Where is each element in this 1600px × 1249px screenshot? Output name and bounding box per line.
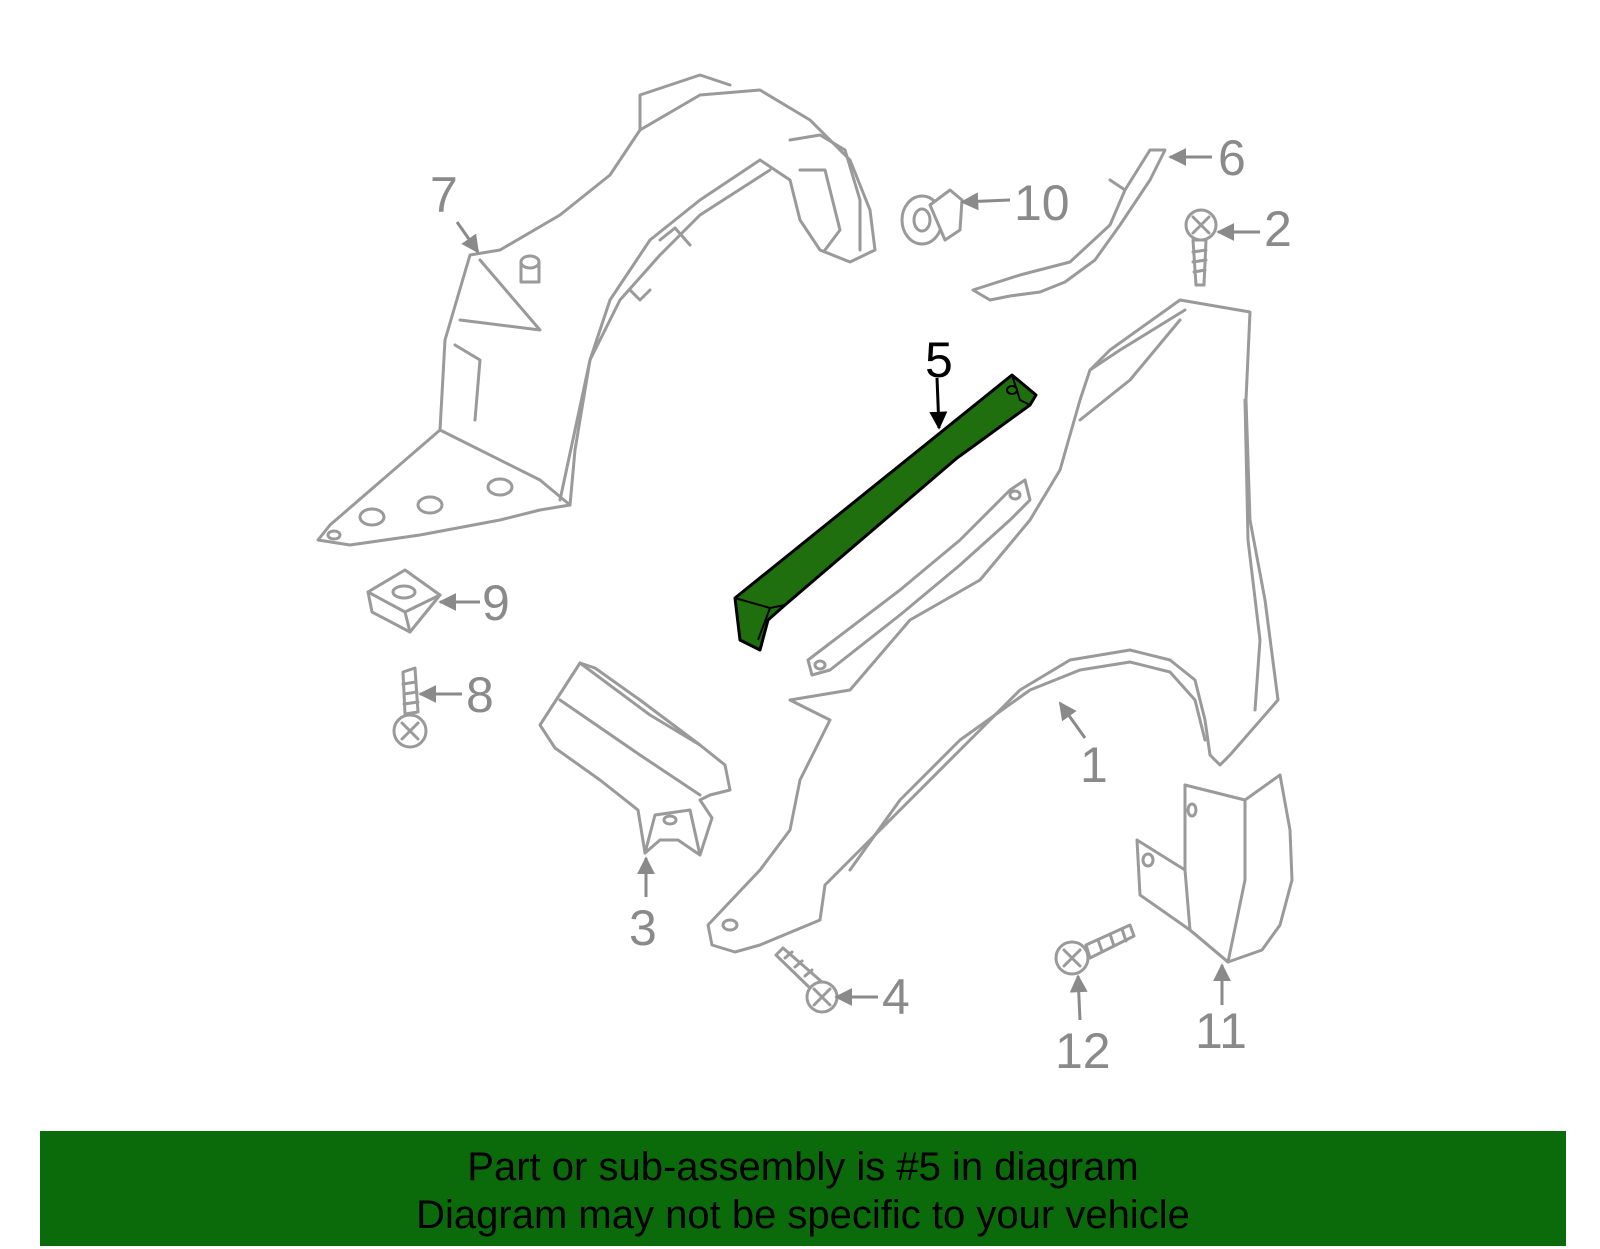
info-banner: Part or sub-assembly is #5 in diagram Di… [40, 1131, 1566, 1246]
part-7-fender-liner [316, 73, 877, 547]
leader-5 [929, 377, 948, 430]
part-2-screw [1184, 208, 1218, 287]
callout-10: 10 [1014, 175, 1070, 231]
callout-5: 5 [925, 332, 953, 388]
part-6-seal-strip [971, 148, 1167, 302]
part-4-screw [774, 946, 839, 1014]
callout-6: 6 [1218, 130, 1246, 186]
part-8-bolt [392, 666, 428, 749]
part-5-highlighted-rail [733, 373, 1038, 652]
callout-7: 7 [430, 167, 458, 223]
leader-10 [960, 192, 1011, 211]
leader-1 [1058, 701, 1087, 739]
part-1-front-fender [706, 298, 1280, 954]
part-11-mud-flap [1135, 773, 1294, 964]
callout-11: 11 [1195, 1003, 1247, 1059]
callout-labels: 7 10 6 2 5 9 8 1 3 4 12 11 [430, 130, 1292, 1079]
leader-7 [455, 221, 480, 254]
parts-diagram: 7 10 6 2 5 9 8 1 3 4 12 11 [316, 73, 1294, 1079]
callout-8: 8 [466, 667, 494, 723]
part-9-nut [366, 568, 442, 634]
banner-line-1: Part or sub-assembly is #5 in diagram [467, 1145, 1139, 1189]
part-10-push-clip [900, 188, 964, 246]
callout-4: 4 [882, 969, 910, 1025]
callout-1: 1 [1080, 737, 1108, 793]
banner-line-2: Diagram may not be specific to your vehi… [416, 1193, 1190, 1237]
callout-2: 2 [1264, 201, 1292, 257]
callout-9: 9 [482, 575, 510, 631]
part-1-fender-bracket [806, 478, 1032, 677]
leader-lines [418, 148, 1260, 1021]
leader-12 [1069, 974, 1088, 1021]
part-3-bracket [538, 661, 732, 857]
callout-12: 12 [1055, 1023, 1111, 1079]
part-12-screw [1054, 923, 1136, 976]
callout-3: 3 [629, 900, 657, 956]
